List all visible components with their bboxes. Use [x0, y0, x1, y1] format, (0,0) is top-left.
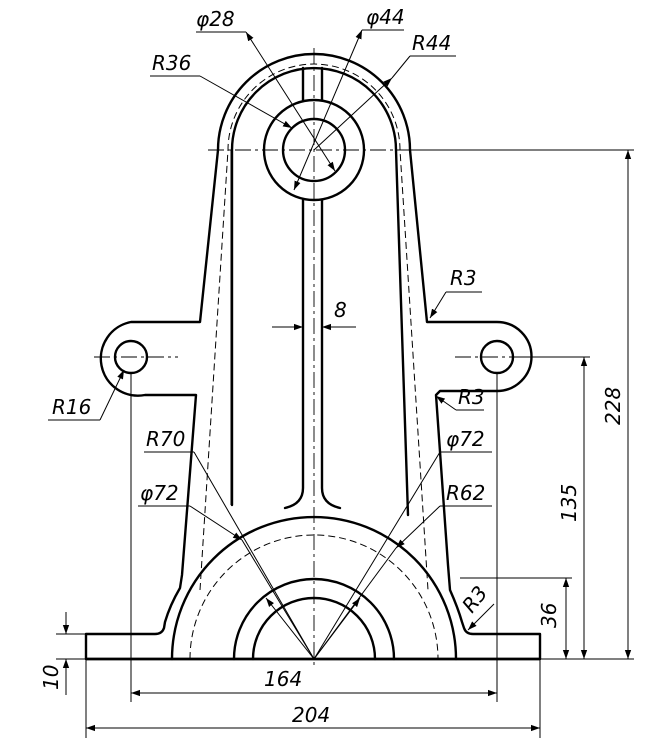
label-r3-base: R3 [457, 581, 492, 617]
label-w164: 164 [264, 667, 302, 691]
dimension-lines [48, 29, 634, 738]
label-r16: R16 [52, 395, 91, 419]
dimension-labels: φ28 φ44 R44 R36 R3 8 R3 R16 R70 φ72 φ72 … [39, 5, 625, 727]
inner-hollow [230, 66, 410, 517]
label-phi44: φ44 [366, 5, 405, 29]
label-width-8: 8 [334, 298, 347, 322]
label-h36: 36 [537, 603, 561, 628]
label-phi72-right: φ72 [446, 427, 485, 451]
label-h10: 10 [39, 665, 63, 690]
label-r62: R62 [446, 481, 485, 505]
label-r70: R70 [146, 427, 185, 451]
label-phi72-left: φ72 [140, 481, 179, 505]
label-h135: 135 [557, 484, 581, 522]
label-r3-top: R3 [450, 266, 477, 290]
label-r3-mid: R3 [458, 385, 485, 409]
label-r44: R44 [412, 31, 451, 55]
label-h228: 228 [601, 387, 625, 425]
center-lines [94, 48, 540, 665]
label-r36: R36 [152, 51, 191, 75]
label-phi28: φ28 [196, 7, 235, 31]
label-w204: 204 [292, 703, 330, 727]
